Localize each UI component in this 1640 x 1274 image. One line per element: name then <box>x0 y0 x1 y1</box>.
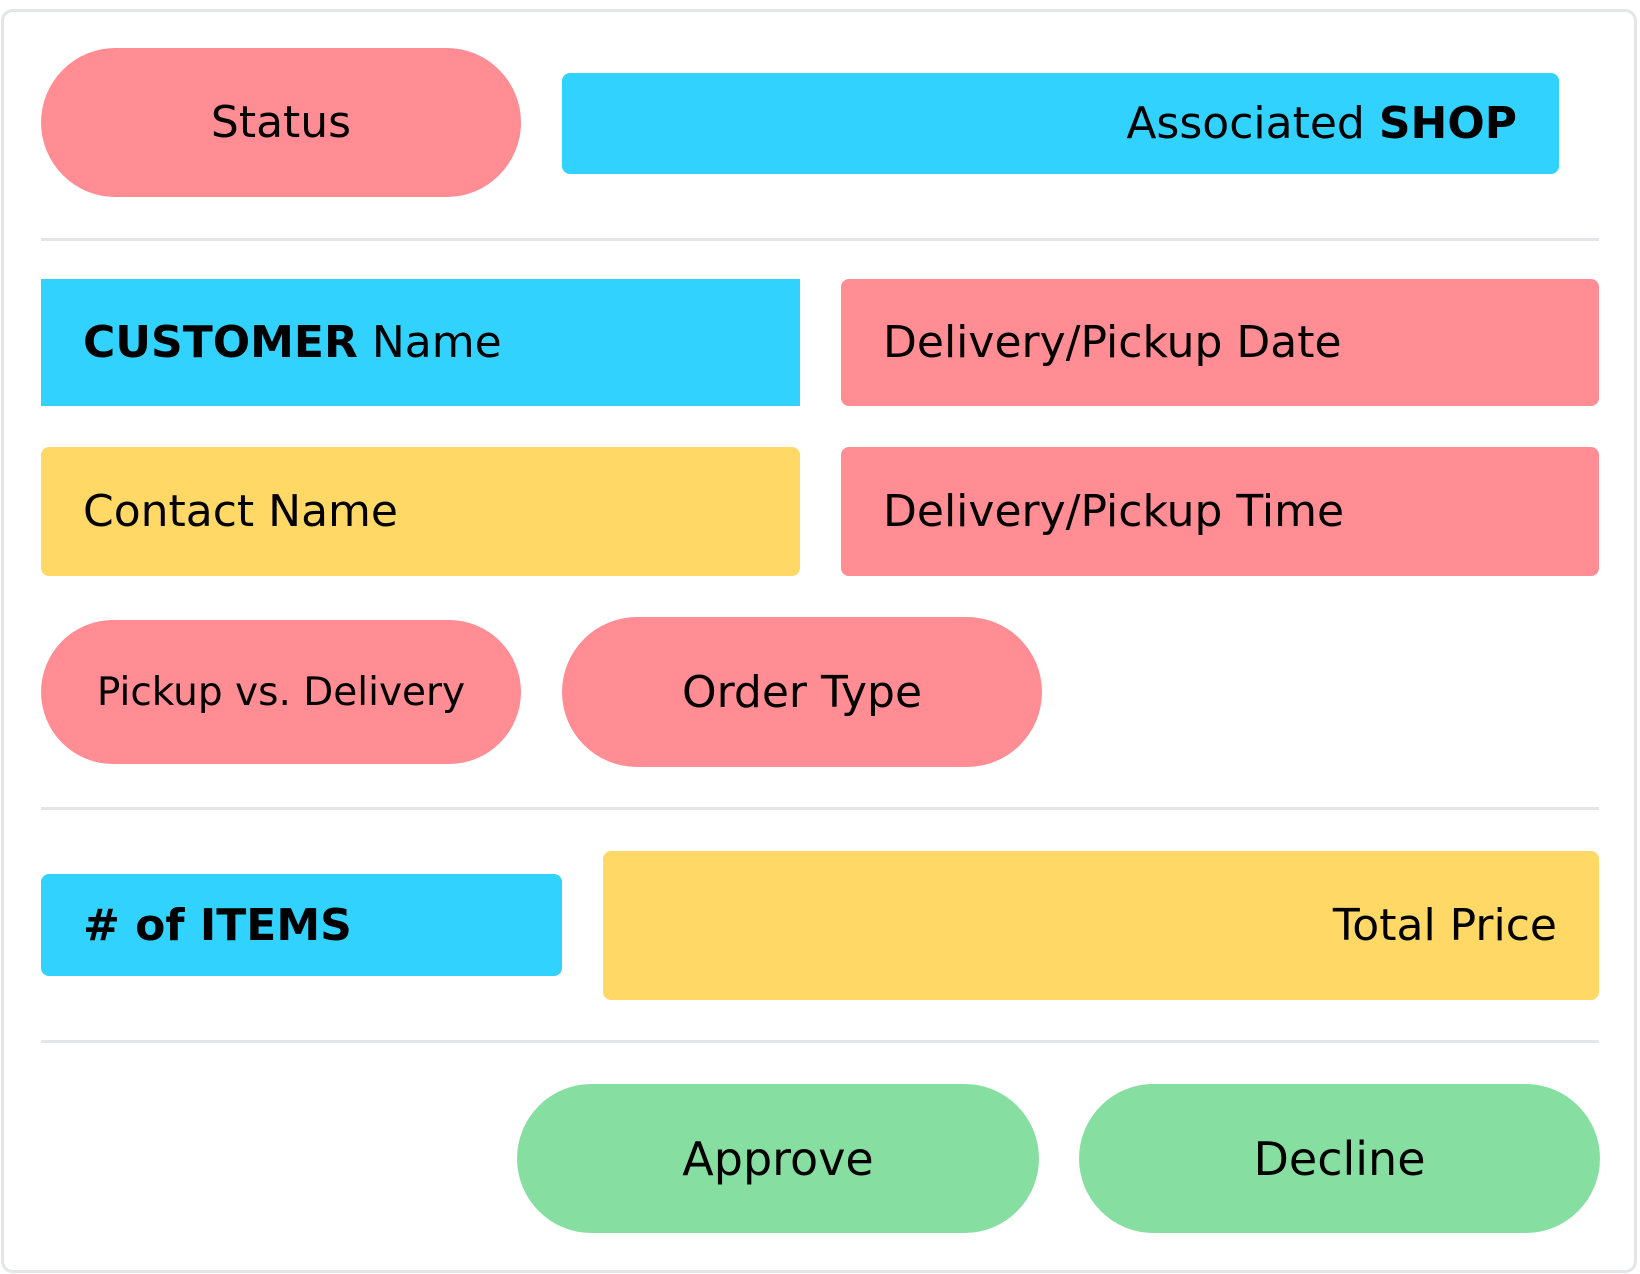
order-type-pill[interactable]: Order Type <box>562 617 1042 767</box>
decline-label: Decline <box>1253 1131 1426 1186</box>
divider-bottom <box>41 1040 1599 1043</box>
items-count-field[interactable]: # of ITEMS <box>41 874 562 976</box>
shop-label-bold: SHOP <box>1378 98 1517 149</box>
decline-button[interactable]: Decline <box>1079 1084 1600 1233</box>
delivery-time-label: Delivery/Pickup Time <box>883 486 1345 537</box>
contact-name-label: Contact Name <box>83 486 398 537</box>
items-count-label: # of ITEMS <box>83 899 352 951</box>
customer-name-field[interactable]: CUSTOMER Name <box>41 279 800 406</box>
pickup-vs-delivery-label: Pickup vs. Delivery <box>96 669 466 715</box>
contact-name-field[interactable]: Contact Name <box>41 447 800 576</box>
total-price-field[interactable]: Total Price <box>603 851 1599 1000</box>
approve-button[interactable]: Approve <box>517 1084 1039 1233</box>
order-type-label: Order Type <box>681 666 923 718</box>
delivery-time-field[interactable]: Delivery/Pickup Time <box>841 447 1599 576</box>
pickup-vs-delivery-pill[interactable]: Pickup vs. Delivery <box>41 620 521 764</box>
divider-middle <box>41 807 1599 810</box>
approve-label: Approve <box>682 1131 874 1186</box>
delivery-date-label: Delivery/Pickup Date <box>883 317 1342 368</box>
status-label: Status <box>210 97 352 148</box>
delivery-date-field[interactable]: Delivery/Pickup Date <box>841 279 1599 406</box>
divider-top <box>41 238 1599 241</box>
status-pill[interactable]: Status <box>41 48 521 197</box>
associated-shop-field[interactable]: Associated SHOP <box>562 73 1559 174</box>
customer-label-bold: CUSTOMER <box>83 317 358 368</box>
customer-label-regular: Name <box>371 317 502 368</box>
total-price-label: Total Price <box>1332 900 1557 951</box>
shop-label-regular: Associated <box>1126 98 1365 149</box>
